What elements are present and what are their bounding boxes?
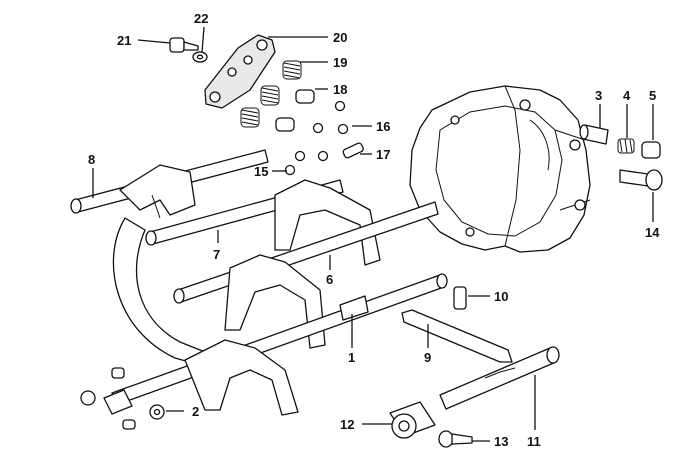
callout-numbers: 21 22 20 19 18 16 17 15 8 7 6 1 2 3 4 5 … bbox=[88, 11, 660, 449]
spring-19 bbox=[282, 60, 302, 80]
callout-21: 21 bbox=[117, 33, 131, 48]
spring-19b bbox=[260, 85, 280, 106]
callout-12: 12 bbox=[340, 417, 354, 432]
leader-lines bbox=[92, 26, 654, 442]
lever-9 bbox=[401, 309, 513, 363]
plunger-3 bbox=[579, 124, 609, 145]
callout-4: 4 bbox=[623, 88, 631, 103]
leader-22 bbox=[201, 26, 205, 53]
shift-fork-front bbox=[184, 339, 299, 416]
detent-plate bbox=[204, 34, 276, 109]
callout-22: 22 bbox=[194, 11, 208, 26]
callout-17: 17 bbox=[376, 147, 390, 162]
callout-2: 2 bbox=[192, 404, 199, 419]
screw-14 bbox=[619, 169, 663, 191]
callout-5: 5 bbox=[649, 88, 656, 103]
washer-22 bbox=[192, 51, 208, 63]
callout-11: 11 bbox=[527, 434, 541, 449]
leader-21 bbox=[137, 39, 171, 44]
shift-fork-large bbox=[112, 164, 206, 366]
callout-14: 14 bbox=[645, 225, 660, 240]
callout-8: 8 bbox=[88, 152, 95, 167]
bolt-13 bbox=[438, 430, 473, 448]
transmission-housing bbox=[409, 85, 591, 253]
plug-5 bbox=[641, 141, 661, 159]
callout-1: 1 bbox=[348, 350, 355, 365]
callout-10: 10 bbox=[494, 289, 508, 304]
callout-13: 13 bbox=[494, 434, 508, 449]
callout-19: 19 bbox=[333, 55, 347, 70]
collar-12 bbox=[389, 401, 436, 439]
spring-19c bbox=[240, 107, 260, 128]
callout-6: 6 bbox=[326, 272, 333, 287]
balls-15-16 bbox=[284, 100, 349, 176]
shift-fork-6 bbox=[274, 179, 381, 266]
callout-9: 9 bbox=[424, 350, 431, 365]
bolt-21 bbox=[169, 37, 199, 53]
clamp-block bbox=[80, 367, 165, 430]
callout-18: 18 bbox=[333, 82, 347, 97]
pin-10 bbox=[453, 286, 467, 310]
spring-4 bbox=[617, 138, 635, 154]
callout-16: 16 bbox=[376, 119, 390, 134]
pin-17 bbox=[342, 142, 364, 159]
callout-7: 7 bbox=[213, 247, 220, 262]
shaft-11 bbox=[439, 346, 560, 410]
callout-20: 20 bbox=[333, 30, 347, 45]
callout-3: 3 bbox=[595, 88, 602, 103]
callout-15: 15 bbox=[254, 164, 268, 179]
detent-pin-18 bbox=[275, 89, 315, 132]
